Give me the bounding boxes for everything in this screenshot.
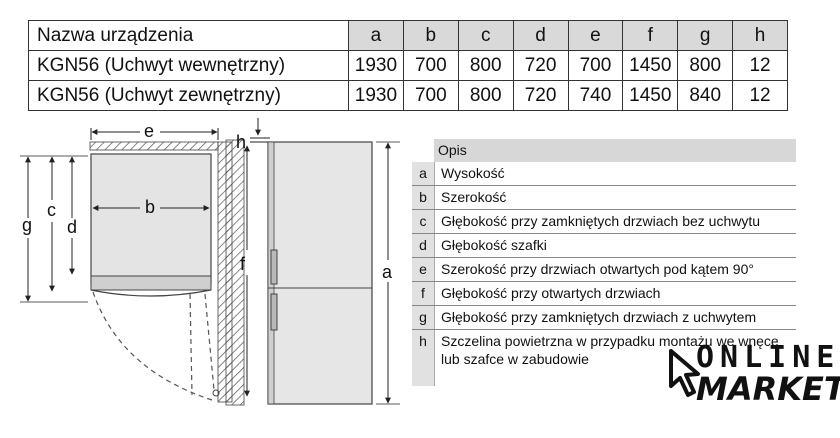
label-g: g	[22, 215, 33, 235]
wall-back	[89, 141, 219, 151]
legend-row: g Głębokość przy zamkniętych drzwiach z …	[412, 306, 796, 330]
header-cell: b	[402, 20, 459, 51]
dimensions-table: Nazwa urządzenia a b c d e f g h KGN56 (…	[28, 20, 788, 111]
table-cell: 720	[512, 80, 569, 111]
legend-table: Opis a Wysokość b Szerokość c Głębokość …	[412, 139, 796, 386]
legend-title: Opis	[434, 139, 796, 162]
label-f: f	[240, 254, 246, 274]
label-d: d	[67, 217, 78, 237]
legend-key: e	[412, 258, 435, 281]
table-cell: 720	[512, 50, 569, 81]
header-cell: c	[457, 20, 514, 51]
handle-lower	[270, 293, 278, 331]
legend-row: h Szczelina powietrzna w przypadku monta…	[412, 330, 796, 386]
fridge-top-view	[90, 153, 212, 285]
table-cell: 1930	[348, 80, 404, 111]
legend-text: Głębokość przy zamkniętych drzwiach bez …	[441, 213, 761, 229]
table-cell: KGN56 (Uchwyt zewnętrzny)	[28, 80, 349, 111]
table-cell: 700	[402, 50, 459, 81]
header-cell: d	[512, 20, 569, 51]
header-cell: h	[732, 20, 788, 51]
table-cell: 740	[567, 80, 624, 111]
legend-key: d	[412, 234, 435, 257]
legend-text: Głębokość szafki	[441, 237, 547, 253]
table-cell: 1930	[348, 50, 404, 81]
logo-line-2: MARKET	[696, 370, 840, 408]
legend-key: f	[412, 282, 435, 305]
legend-row: b Szerokość	[412, 186, 796, 210]
header-cell: f	[622, 20, 679, 51]
table-cell: 700	[402, 80, 459, 111]
table-header-row: Nazwa urządzenia a b c d e f g h	[28, 20, 788, 51]
legend-text: Szczelina powietrzna w przypadku montażu…	[441, 333, 779, 367]
legend-text: Głębokość przy otwartych drzwiach	[441, 285, 661, 301]
table-cell: 12	[732, 80, 788, 111]
table-cell: 800	[457, 50, 514, 81]
table-row: KGN56 (Uchwyt wewnętrzny) 1930 700 800 7…	[28, 50, 788, 81]
table-cell: 800	[677, 50, 734, 81]
legend-row: c Głębokość przy zamkniętych drzwiach be…	[412, 210, 796, 234]
table-cell: 1450	[622, 50, 679, 81]
online-market-logo: ONLINE MARKET	[668, 340, 840, 410]
legend-text: Szerokość	[441, 189, 507, 205]
door-swing-arc	[92, 291, 213, 401]
table-cell: 840	[677, 80, 734, 111]
label-e: e	[144, 121, 155, 141]
legend-key: a	[412, 162, 435, 185]
legend-row: f Głębokość przy otwartych drzwiach	[412, 282, 796, 306]
fridge-dimension-drawing	[20, 118, 400, 406]
legend-row: a Wysokość	[412, 162, 796, 186]
legend-key: h	[412, 330, 435, 386]
legend-key: c	[412, 210, 435, 233]
header-cell: Nazwa urządzenia	[28, 20, 349, 51]
handle-upper	[270, 249, 278, 285]
table-cell: 800	[457, 80, 514, 111]
label-c: c	[47, 200, 56, 220]
legend-row: e Szerokość przy drzwiach otwartych pod …	[412, 258, 796, 282]
table-cell: 12	[732, 50, 788, 81]
table-cell: 700	[567, 50, 624, 81]
legend-header: Opis	[412, 139, 796, 162]
header-cell: e	[567, 20, 624, 51]
label-a: a	[382, 262, 393, 282]
table-cell: KGN56 (Uchwyt wewnętrzny)	[28, 50, 349, 81]
table-row: KGN56 (Uchwyt zewnętrzny) 1930 700 800 7…	[28, 80, 788, 111]
header-cell: g	[677, 20, 734, 51]
fridge-side-view	[267, 141, 373, 405]
cursor-arrow-icon	[669, 349, 700, 397]
legend-key: g	[412, 306, 435, 329]
legend-text: Szerokość przy drzwiach otwartych pod ką…	[441, 261, 754, 277]
wall-side-view	[225, 139, 245, 406]
legend-key: b	[412, 186, 435, 209]
table-cell: 1450	[622, 80, 679, 111]
label-b: b	[145, 197, 156, 217]
header-cell: a	[348, 20, 404, 51]
legend-row: d Głębokość szafki	[412, 234, 796, 258]
legend-text: Głębokość przy zamkniętych drzwiach z uc…	[441, 309, 757, 325]
legend-text: Wysokość	[441, 165, 505, 181]
logo-line-1: ONLINE	[696, 340, 840, 375]
label-h: h	[236, 132, 247, 152]
